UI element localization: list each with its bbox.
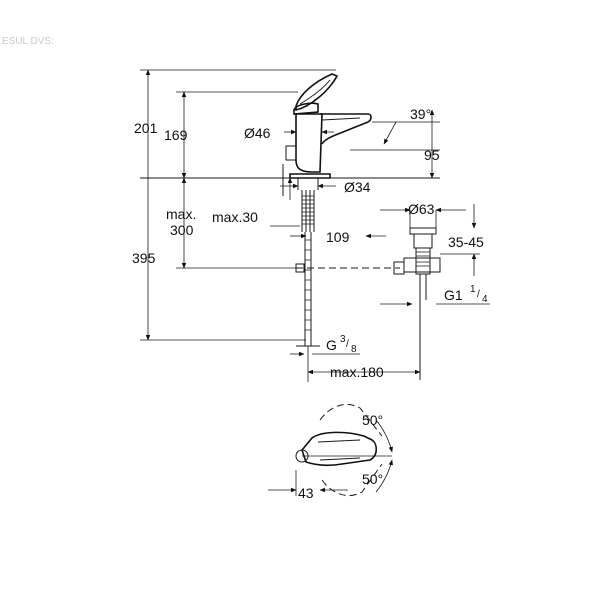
dim-g38-den: 8 bbox=[351, 344, 357, 355]
watermark: ESUL DVS: bbox=[2, 36, 54, 47]
dim-g1-main: G1 bbox=[444, 287, 463, 303]
dim-diameter-63: Ø63 bbox=[408, 201, 435, 217]
dim-43: 43 bbox=[298, 485, 314, 501]
dim-201: 201 bbox=[134, 120, 158, 136]
dim-rotation-top: 50° bbox=[362, 412, 383, 428]
dim-300: 300 bbox=[170, 222, 194, 238]
dim-g1-den: 4 bbox=[482, 294, 488, 305]
dim-max-180: max.180 bbox=[330, 364, 384, 380]
dimension-lines bbox=[140, 69, 490, 382]
dim-g38-main: G bbox=[326, 337, 337, 353]
dimension-labels: 201 169 Ø46 39° 95 Ø34 max. 300 max.30 1… bbox=[132, 106, 488, 501]
dim-g1-num: 1 bbox=[470, 284, 476, 295]
dim-max-label: max. bbox=[166, 206, 196, 222]
dim-109: 109 bbox=[326, 229, 350, 245]
dim-diameter-34: Ø34 bbox=[344, 179, 371, 195]
dim-rotation-bottom: 50° bbox=[362, 471, 383, 487]
dim-g1-slash: / bbox=[477, 289, 480, 300]
dim-angle-39: 39° bbox=[410, 106, 431, 122]
faucet-top-view bbox=[268, 404, 393, 496]
dim-169: 169 bbox=[164, 127, 188, 143]
dim-g38-slash: / bbox=[346, 339, 349, 350]
dim-diameter-46: Ø46 bbox=[244, 125, 271, 141]
dim-395: 395 bbox=[132, 250, 156, 266]
dim-35-45: 35-45 bbox=[448, 234, 484, 250]
dim-max-30: max.30 bbox=[212, 209, 258, 225]
waste-drain-assembly bbox=[403, 227, 441, 380]
dim-g38-num: 3 bbox=[340, 334, 346, 345]
dim-95: 95 bbox=[424, 147, 440, 163]
